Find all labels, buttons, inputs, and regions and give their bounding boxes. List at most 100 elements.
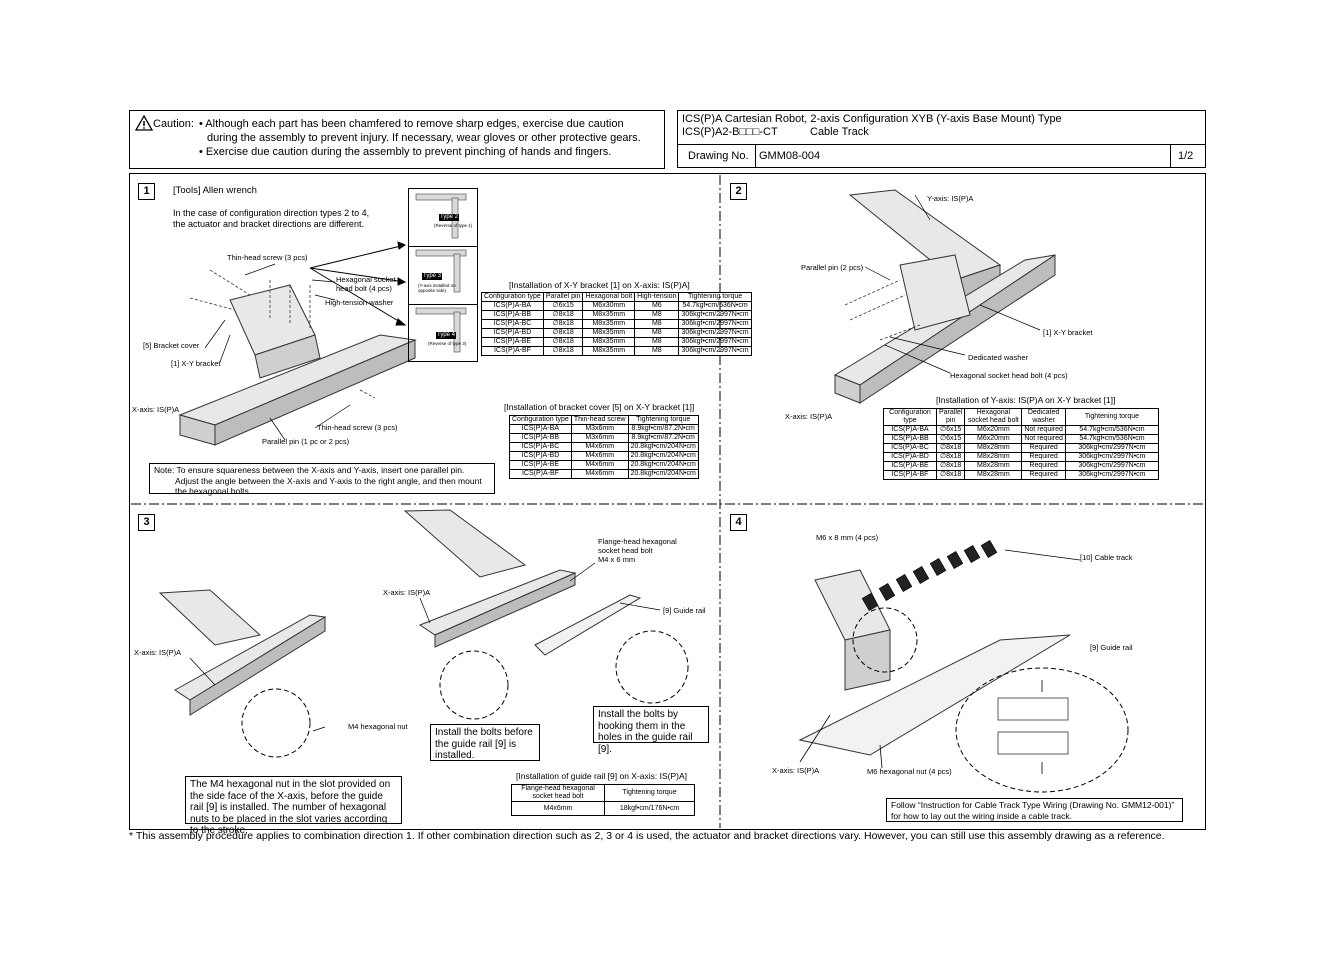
table-cell: ∅8x18 (542, 346, 584, 356)
step-1-hex-bolt-label-1: Hexagonal socket (336, 275, 396, 284)
table-cell: ICS(P)A-BE (509, 460, 572, 470)
table-header-cell: Tightening torque (1064, 408, 1160, 426)
table-cell: 54.7kgf•cm/536N•cm (678, 301, 752, 311)
table-cell: M4x6mm (570, 469, 629, 479)
table-cell: M4x6mm (570, 460, 629, 470)
table-cell: ∅8x18 (542, 328, 584, 338)
table-cell: M8x28mm (964, 452, 1023, 462)
step-1-table-2-title: [Installation of bracket cover [5] on X-… (504, 402, 695, 412)
step-3-xaxis-label-a: X-axis: IS(P)A (383, 588, 431, 597)
table-cell: M8x28mm (964, 443, 1023, 453)
table-cell: ICS(P)A-BE (883, 461, 937, 471)
table-cell: ICS(P)A-BE (481, 337, 544, 347)
table-cell: 54.7kgf•cm/536N•cm (1064, 425, 1160, 435)
step-3-install-hook-callout: Install the bolts by hooking them in the… (593, 706, 709, 755)
table-cell: ∅8x18 (542, 319, 584, 329)
table-header-cell: High-tension (634, 292, 680, 302)
table-cell: ICS(P)A-BD (481, 328, 544, 338)
document-title: ICS(P)A Cartesian Robot, 2-axis Configur… (682, 113, 1062, 125)
footnote: * This assembly procedure applies to com… (129, 830, 1165, 842)
table-cell: M6 (634, 301, 680, 311)
table-cell: ∅8x18 (935, 470, 966, 480)
table-cell: M6x20mm (964, 434, 1023, 444)
step-3-flange-label-2: socket head bolt (598, 546, 653, 555)
table-cell: ICS(P)A-BC (509, 442, 572, 452)
table-header-cell: Tightening torque (604, 784, 695, 802)
table-header-cell: Parallel pin (542, 292, 584, 302)
model-number: ICS(P)A2-B□□□-CT (682, 126, 778, 138)
caution-box (129, 110, 665, 169)
step-4-xaxis-label: X-axis: IS(P)A (772, 766, 820, 775)
table-cell: Required (1021, 443, 1066, 453)
step-1-hex-bolt-label-2: head bolt (4 pcs) (336, 284, 392, 293)
table-cell: M8 (634, 337, 680, 347)
table-header-cell: Configuration type (509, 415, 572, 425)
guide-rail-table-header: Flange-head hexagonal socket head bolt T… (511, 784, 695, 802)
table-cell: 306kgf•cm/2997N•cm (678, 319, 752, 329)
table-cell: ICS(P)A-BC (481, 319, 544, 329)
table-cell: ICS(P)A-BD (509, 451, 572, 461)
title-divider-v1 (755, 144, 756, 168)
step-1-note: Note: To ensure squareness between the X… (149, 463, 495, 496)
yaxis-install-table-header: Configuration type Parallel pin Hexagona… (883, 408, 1160, 426)
step-2-illustration (833, 189, 1056, 404)
step-2-number: 2 (730, 183, 747, 200)
step-2-washer-label: Dedicated washer (968, 353, 1029, 362)
step-1-xaxis-label: X-axis: IS(P)A (132, 405, 180, 414)
table-cell: ICS(P)A-BA (509, 424, 572, 434)
table-cell: M8x35mm (582, 310, 636, 320)
table-cell: 306kgf•cm/2997N•cm (678, 337, 752, 347)
table-cell: M8x28mm (964, 470, 1023, 480)
table-cell: 306kgf•cm/2997N•cm (678, 328, 752, 338)
table-cell: ICS(P)A-BB (509, 433, 572, 443)
table-cell: M8x35mm (582, 319, 636, 329)
step-1-intro-1: In the case of configuration direction t… (173, 208, 370, 218)
step-1-number: 1 (138, 183, 155, 200)
table-cell: ∅6x15 (935, 434, 966, 444)
table-cell: M4x6mm (570, 442, 629, 452)
type-2-caption: (Reverse of type 1) (434, 223, 473, 228)
table-cell: ICS(P)A-BB (481, 310, 544, 320)
table-cell: ICS(P)A-BF (883, 470, 937, 480)
table-cell: 8.9kgf•cm/87.2N•cm (627, 433, 699, 443)
step-4-follow-note: Follow “Instruction for Cable Track Type… (886, 798, 1183, 822)
table-cell: M4x6mm (511, 801, 605, 816)
table-cell: M3x6mm (570, 433, 629, 443)
title-divider (677, 144, 1206, 145)
step-4-m6-nut-label: M6 hexagonal nut (4 pcs) (867, 767, 952, 776)
table-cell: ∅6x15 (542, 301, 584, 311)
step-1-parallel-pin-label: Parallel pin (1 pc or 2 pcs) (262, 437, 350, 446)
table-cell: M6x30mm (582, 301, 636, 311)
type-variants-divider-2 (408, 304, 478, 305)
table-cell: 8.9kgf•cm/87.2N•cm (627, 424, 699, 434)
type-variants-panel (408, 188, 478, 362)
table-header-cell: Hexagonal socket head bolt (964, 408, 1023, 426)
table-cell: 20.8kgf•cm/204N•cm (627, 460, 699, 470)
table-header-cell: Hexagonal bolt (582, 292, 636, 302)
table-cell: M6x20mm (964, 425, 1023, 435)
model-description: Cable Track (810, 126, 869, 138)
table-header-cell: Flange-head hexagonal socket head bolt (511, 784, 605, 802)
table-cell: M8 (634, 346, 680, 356)
xy-bracket-table: Configuration type Parallel pin Hexagona… (481, 292, 752, 356)
table-cell: 18kgf•cm/176N•cm (604, 801, 695, 816)
table-cell: 306kgf•cm/2997N•cm (1064, 470, 1160, 480)
table-cell: ∅6x15 (935, 425, 966, 435)
step-3-install-before-callout: Install the bolts before the guide rail … (430, 724, 540, 761)
table-cell: ICS(P)A-BA (481, 301, 544, 311)
step-2-xy-bracket-label: [1] X-Y bracket (1043, 328, 1093, 337)
step-1-washer-label: High-tension washer (325, 298, 394, 307)
yaxis-install-table: Configuration type Parallel pin Hexagona… (883, 408, 1160, 480)
table-cell: 306kgf•cm/2997N•cm (678, 310, 752, 320)
table-header-cell: Configuration type (481, 292, 544, 302)
step-4-number: 4 (730, 514, 747, 531)
table-cell: Required (1021, 452, 1066, 462)
